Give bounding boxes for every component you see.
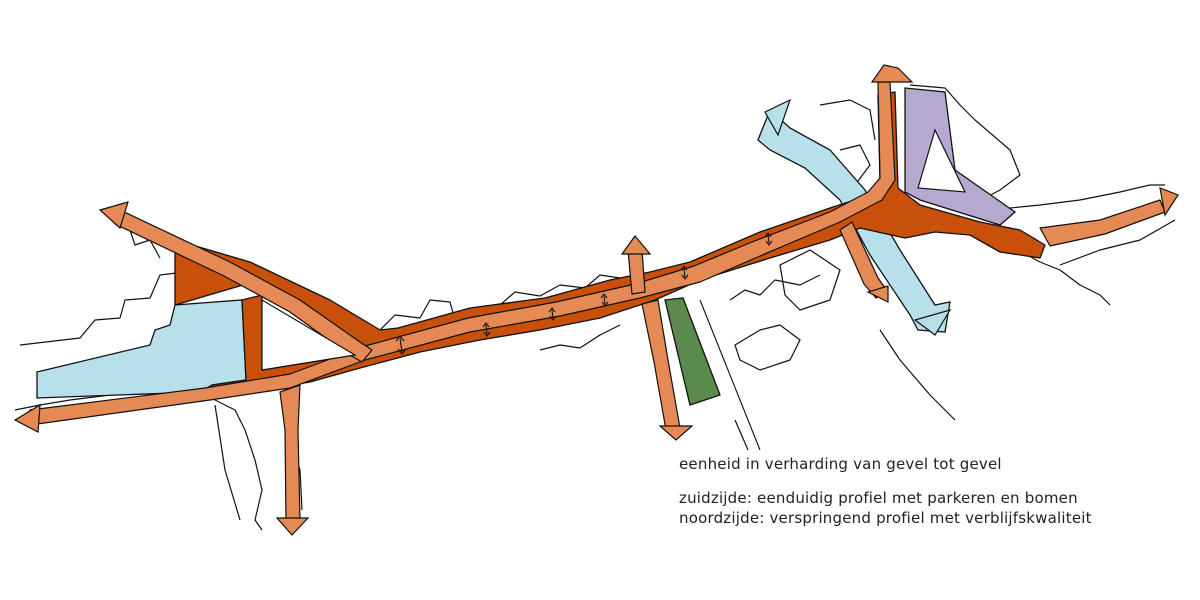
arrow-north (870, 64, 914, 83)
routes (29, 81, 1166, 523)
building-outlines (14, 84, 1176, 531)
arrow-south-mid (658, 425, 694, 441)
water-arrow-north (764, 98, 792, 137)
width-marker (482, 322, 491, 337)
arrow-northwest (98, 201, 129, 230)
width-marker (764, 232, 773, 246)
width-marker (680, 265, 689, 280)
width-marker (395, 335, 407, 355)
plaza-triangle (917, 128, 966, 193)
green-strip (664, 297, 721, 406)
width-marker (600, 293, 609, 307)
route-south-west (279, 384, 301, 523)
arrow-east-branch (866, 285, 889, 303)
map-annotations: eenheid in verharding van gevel tot geve… (679, 454, 1179, 528)
arrow-east (1159, 187, 1179, 217)
route-diagonal (114, 209, 373, 363)
width-marker (548, 307, 557, 321)
width-markers (395, 232, 773, 355)
leader-line (699, 299, 761, 451)
water-arrows (764, 98, 952, 336)
annotation-north-side: noordzijde: verspringend profiel met ver… (679, 509, 1092, 527)
annotation-pavement: eenheid in verharding van gevel tot geve… (679, 455, 1002, 473)
water-arrow-south (913, 309, 952, 336)
inner-triangle-west (261, 298, 357, 371)
canal-west (36, 299, 247, 399)
arrow-north-mid (620, 235, 652, 255)
arrow-south-west (275, 517, 310, 536)
arrow-west (13, 403, 41, 433)
plaza-area (904, 87, 1017, 226)
water-areas (36, 108, 951, 399)
annotation-south-side: zuidzijde: eenduidig profiel met parkere… (679, 489, 1078, 507)
arrow-heads (13, 64, 1179, 536)
route-east (1039, 199, 1166, 247)
